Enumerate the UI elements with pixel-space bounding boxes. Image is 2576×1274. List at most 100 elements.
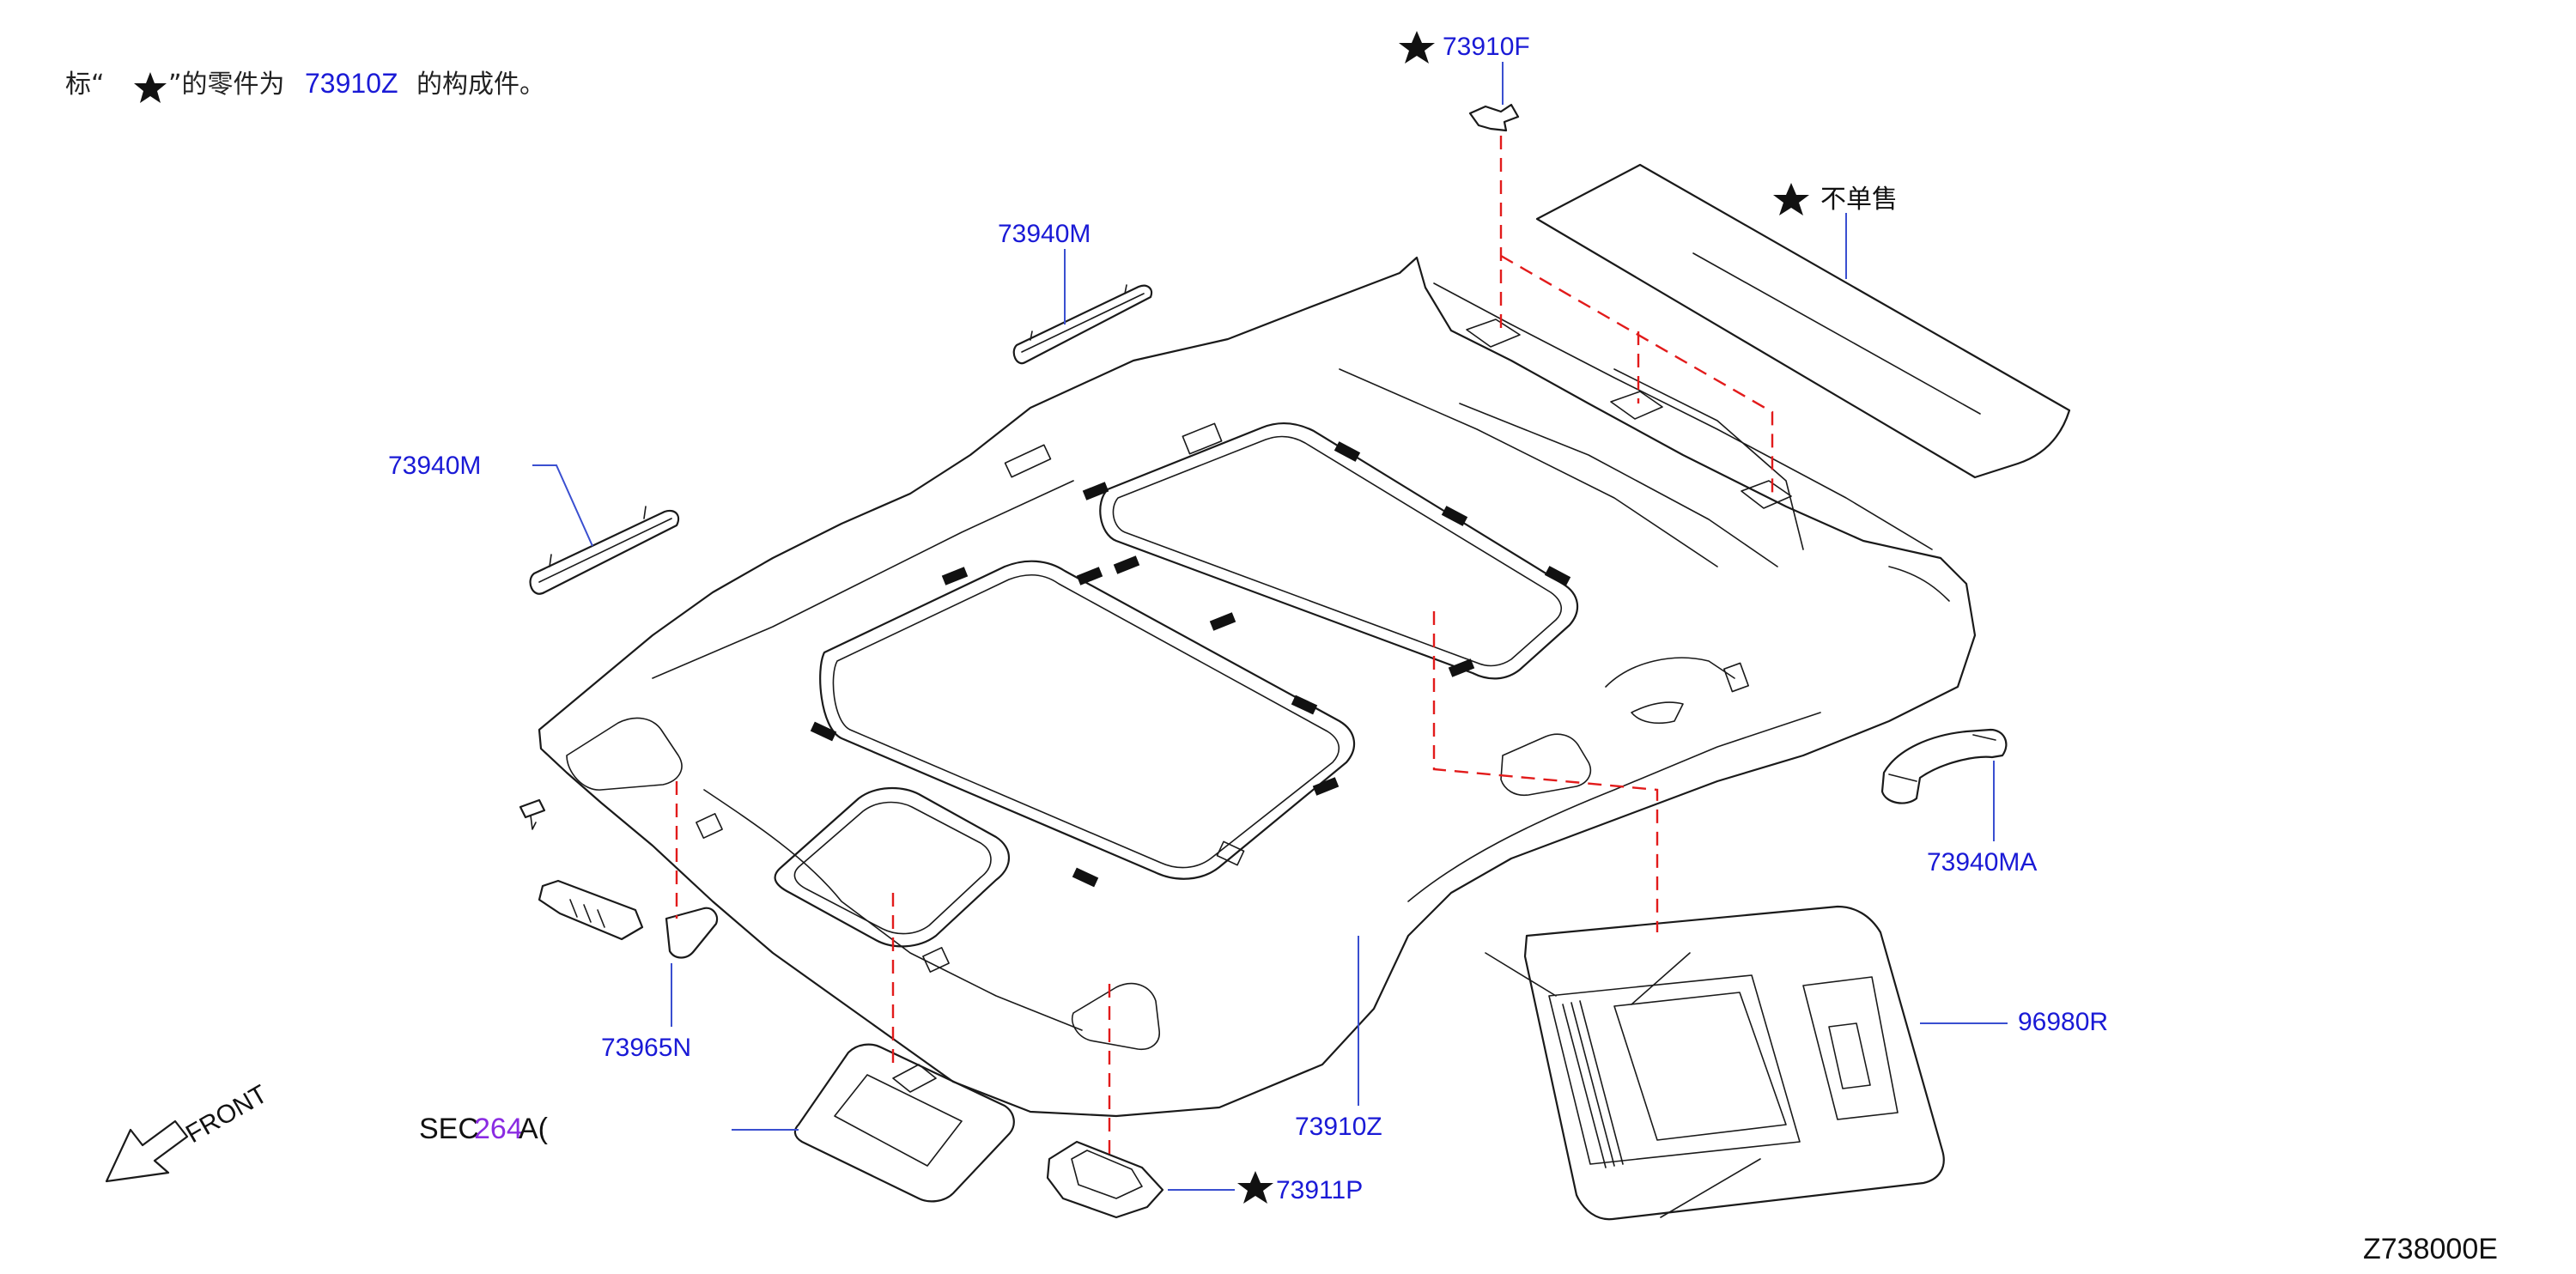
console-vent-rails	[1562, 1000, 1624, 1168]
assist-grip-clip	[549, 506, 647, 567]
rear-clip-slot	[1723, 662, 1749, 693]
left-trim-line	[652, 480, 1074, 679]
label-73910z[interactable]: 73910Z	[1295, 1113, 1382, 1141]
front-label: FRONT	[181, 1080, 272, 1149]
velcro-pad	[1441, 506, 1468, 526]
label-73911p[interactable]: 73911P	[1276, 1176, 1363, 1204]
note-part-number[interactable]: 73910Z	[305, 68, 398, 99]
assist-grip-clip	[1030, 284, 1127, 341]
legend-note: 标“ ”的零件为 73910Z 的构成件。	[65, 68, 545, 103]
rear-curve	[1888, 566, 1950, 602]
velcro-pad	[1312, 777, 1340, 796]
console-harness-1	[1485, 952, 1557, 997]
label-not-sold: 不单售	[1820, 185, 1898, 214]
rear-fold-2	[1339, 368, 1718, 567]
bracket-outline	[1046, 1140, 1164, 1219]
note-prefix: 标“	[65, 70, 105, 100]
clip-receiver	[1466, 318, 1521, 348]
rear-lamp-bezel	[1500, 733, 1592, 797]
sec-label-prefix: SEC	[419, 1113, 479, 1145]
headlining-73910z[interactable]	[538, 256, 1977, 1118]
rear-trim-panel[interactable]	[1535, 163, 2071, 479]
rear-handle-bezel	[1605, 657, 1735, 688]
note-suffix: ”的零件为	[168, 70, 285, 100]
map-lamp-lens	[834, 1074, 963, 1167]
label-73940ma[interactable]: 73940MA	[1927, 848, 2037, 877]
visor-pad	[665, 907, 719, 959]
rear-sunroof-inner	[1112, 435, 1562, 667]
star-icon	[1773, 183, 1809, 215]
console-display	[1613, 992, 1787, 1141]
lower-trim-line	[703, 789, 1083, 1031]
rear-handle-bezel-2	[1631, 701, 1684, 725]
visor-recess-left	[566, 717, 683, 791]
headlining-slot-5	[922, 947, 950, 973]
assist-grip-body	[1012, 284, 1153, 365]
velcro-pads	[810, 441, 1571, 888]
label-96980r[interactable]: 96980R	[2018, 1008, 2108, 1036]
visor-clip-ribs	[569, 899, 605, 928]
screw-head	[519, 798, 546, 819]
clip-receiver	[1610, 391, 1663, 420]
star-icon	[1237, 1171, 1273, 1204]
rear-sunroof-opening	[1099, 422, 1579, 680]
sun-visor-73965n[interactable]	[538, 879, 719, 959]
visor-clip-body	[538, 879, 644, 941]
bracket-inner	[1071, 1150, 1143, 1199]
label-73940m-top[interactable]: 73940M	[998, 220, 1091, 248]
console-outline	[1523, 905, 1945, 1221]
rear-fold-1	[1433, 282, 1933, 550]
velcro-pad	[810, 721, 837, 742]
assist-grip-73940m-left[interactable]	[529, 506, 680, 595]
label-73940m-left[interactable]: 73940M	[388, 452, 481, 480]
headlining-slot-2	[1182, 422, 1223, 455]
front-indicator: FRONT	[105, 1080, 272, 1183]
map-lamp-recess-inner	[793, 801, 992, 935]
velcro-pad	[1076, 567, 1103, 585]
velcro-pad	[1544, 566, 1571, 586]
front-sunroof-opening	[819, 560, 1356, 880]
map-lamp[interactable]	[793, 1043, 1015, 1203]
map-lamp-button	[892, 1064, 937, 1093]
star-icon	[1399, 31, 1435, 64]
console-harness-2	[1631, 952, 1691, 1005]
headlining-slot-4	[696, 813, 723, 839]
rear-fold-4	[1613, 368, 1804, 550]
velcro-pad	[1334, 441, 1361, 462]
screw[interactable]	[519, 798, 546, 830]
sec-label-number[interactable]: 264	[474, 1113, 523, 1145]
velcro-pad	[941, 567, 969, 585]
map-lamp-recess	[774, 786, 1010, 948]
guide-console	[1432, 611, 1659, 932]
clip-73910f-shape	[1468, 103, 1520, 132]
clip-receivers	[1466, 318, 1792, 509]
drawing-code: Z738000E	[2363, 1233, 2498, 1265]
velcro-pad	[1448, 658, 1475, 677]
console-panel	[1548, 974, 1801, 1165]
clip-receiver	[1741, 480, 1792, 509]
headlining-slot-1	[1004, 444, 1052, 478]
overhead-console-96980r[interactable]	[1485, 905, 1945, 1221]
assist-grip-73940m-top[interactable]	[1012, 284, 1153, 365]
clip-73910f[interactable]	[1468, 103, 1520, 132]
assist-grip-73940ma[interactable]	[1880, 728, 2008, 804]
label-73910f[interactable]: 73910F	[1443, 33, 1530, 61]
screw-shank	[530, 815, 537, 830]
console-lamp-lens	[1828, 1022, 1871, 1089]
assist-grip-ridge	[538, 518, 672, 583]
headlining-outline	[538, 256, 1977, 1118]
assist-grip-body	[1880, 728, 2008, 804]
console-lamp	[1802, 976, 1899, 1120]
headlining-slot-3	[1216, 840, 1245, 866]
bracket-73911p[interactable]	[1046, 1140, 1164, 1219]
visor-recess-right	[1072, 982, 1160, 1051]
rear-trim-panel-outline	[1535, 163, 2071, 479]
front-arrow-icon	[105, 1119, 189, 1183]
label-73965n[interactable]: 73965N	[601, 1034, 691, 1062]
velcro-pad	[1209, 612, 1236, 631]
star-icon	[134, 72, 167, 103]
assist-grip-ridge	[1021, 293, 1145, 353]
velcro-pad	[1113, 555, 1140, 574]
assist-grip-end	[1888, 734, 1996, 782]
